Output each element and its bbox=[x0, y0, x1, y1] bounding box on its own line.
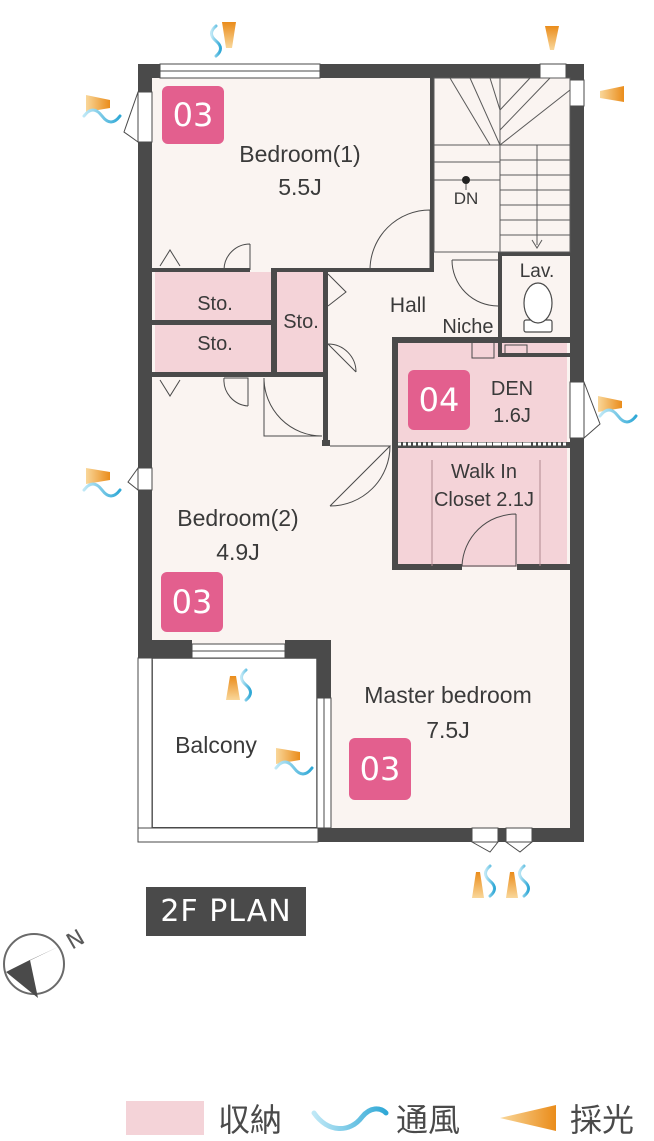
walkin-line2: Closet 2.1J bbox=[434, 489, 534, 511]
legend: 収納 通風 採光 bbox=[126, 1098, 654, 1139]
badge-bedroom2: 03 bbox=[161, 572, 223, 632]
badge-bedroom2-text: 03 bbox=[172, 583, 213, 621]
bedroom1-size: 5.5J bbox=[278, 174, 321, 200]
balcony-label: Balcony bbox=[175, 732, 257, 758]
storage-lower-label: Sto. bbox=[197, 333, 233, 355]
legend-ventilation-label: 通風 bbox=[396, 1101, 461, 1139]
badge-den-text: 04 bbox=[419, 381, 460, 419]
bedroom2-name: Bedroom(2) bbox=[177, 505, 298, 531]
master-size: 7.5J bbox=[426, 717, 469, 743]
stair-down-label: DN bbox=[454, 189, 479, 208]
daylight-indicators bbox=[86, 22, 624, 898]
bedroom1-name: Bedroom(1) bbox=[239, 141, 360, 167]
storage-swatch bbox=[126, 1101, 204, 1135]
master-name: Master bedroom bbox=[364, 682, 531, 708]
legend-ventilation: 通風 bbox=[310, 1098, 461, 1139]
wind-icon bbox=[311, 1106, 389, 1131]
storage-mid bbox=[277, 272, 325, 372]
badge-bedroom1: 03 bbox=[162, 86, 224, 144]
badge-bedroom1-text: 03 bbox=[173, 96, 214, 134]
legend-daylight: 採光 bbox=[496, 1098, 635, 1139]
walkin-line1: Walk In bbox=[451, 461, 517, 483]
bedroom2-size: 4.9J bbox=[216, 539, 259, 565]
badge-master: 03 bbox=[349, 738, 411, 800]
toilet-icon bbox=[523, 282, 553, 333]
badge-master-text: 03 bbox=[360, 750, 401, 788]
storage-lower bbox=[155, 325, 271, 373]
plan-title: 2F PLAN bbox=[146, 887, 306, 936]
stairs bbox=[433, 77, 571, 253]
light-icon bbox=[500, 1105, 556, 1131]
compass-north-label: N bbox=[63, 925, 90, 955]
legend-storage: 収納 bbox=[126, 1098, 283, 1139]
storage-upper bbox=[155, 272, 271, 320]
lav-label: Lav. bbox=[520, 261, 555, 282]
walkin-closet-area bbox=[397, 447, 567, 567]
door-swings bbox=[159, 209, 566, 567]
legend-daylight-label: 採光 bbox=[570, 1101, 635, 1139]
storage-upper-label: Sto. bbox=[197, 293, 233, 315]
legend-storage-label: 収納 bbox=[218, 1101, 283, 1139]
storage-mid-label: Sto. bbox=[283, 311, 319, 333]
badge-den: 04 bbox=[408, 370, 470, 430]
den-size: 1.6J bbox=[493, 405, 531, 427]
hall-label: Hall bbox=[390, 294, 426, 317]
niche-label: Niche bbox=[442, 316, 493, 338]
den-name: DEN bbox=[491, 378, 533, 400]
compass-icon: N bbox=[3, 925, 90, 998]
